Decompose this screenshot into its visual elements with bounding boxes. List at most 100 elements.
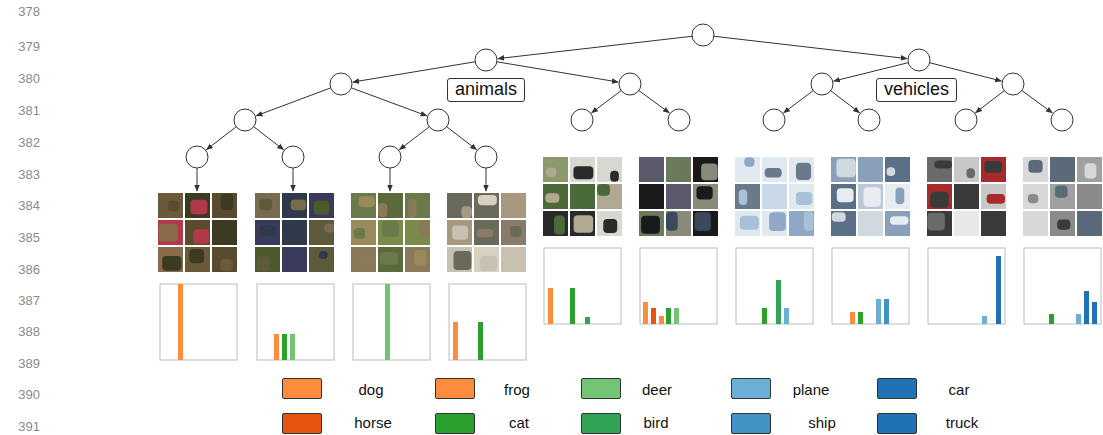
image-tile — [646, 197, 664, 206]
image-tile — [221, 193, 233, 209]
histogram-bar — [1076, 314, 1081, 324]
tree-link — [197, 168, 198, 191]
image-tile — [351, 247, 376, 272]
tree-circle — [282, 146, 304, 168]
image-tile — [408, 199, 416, 218]
image-tile — [597, 157, 622, 182]
line-number: 384 — [0, 199, 40, 213]
image-tile — [355, 249, 375, 268]
tree-link — [293, 168, 294, 191]
image-tile — [887, 167, 896, 176]
legend-swatch — [877, 378, 917, 399]
image-tile — [501, 193, 526, 218]
image-tile — [1055, 186, 1068, 198]
image-tile — [570, 211, 595, 236]
image-tile — [988, 215, 998, 230]
image-tile — [864, 187, 881, 207]
histogram-bar — [884, 299, 889, 324]
image-tile — [546, 167, 556, 177]
image-tile — [693, 184, 718, 209]
image-tile — [927, 157, 952, 182]
chart-frame — [160, 284, 237, 360]
image-tile — [1077, 211, 1102, 236]
image-tile — [959, 186, 976, 206]
image-tile — [765, 168, 782, 178]
image-tile — [378, 220, 403, 245]
image-tile — [480, 256, 497, 271]
image-tile — [573, 166, 593, 179]
image-tile — [185, 247, 210, 272]
image-tile — [858, 157, 883, 182]
image-tile — [554, 216, 565, 235]
histogram-bar — [570, 288, 575, 324]
legend-label: truck — [946, 415, 979, 431]
image-tile — [789, 184, 814, 209]
legend-label: bird — [643, 415, 668, 431]
image-tile — [259, 199, 272, 210]
image-tile — [1085, 163, 1097, 178]
histogram-bar — [1049, 314, 1054, 324]
image-tile — [543, 157, 568, 182]
line-number: 387 — [0, 294, 40, 308]
image-tile — [282, 193, 307, 218]
image-tile — [597, 184, 622, 209]
legend-swatch — [581, 378, 621, 399]
image-tile — [796, 163, 811, 180]
image-tile — [378, 247, 403, 272]
image-tile — [885, 157, 910, 182]
image-tile — [453, 251, 471, 270]
image-tile — [696, 186, 712, 199]
image-tile — [860, 211, 870, 227]
image-tile — [739, 190, 748, 205]
legend-label: car — [949, 382, 970, 398]
tree-circle — [955, 109, 977, 131]
image-tile — [1027, 213, 1036, 231]
histogram-bar — [996, 256, 1001, 324]
group-label: animals — [455, 80, 517, 99]
image-tile — [666, 184, 691, 209]
group-label-box: animals — [447, 78, 525, 102]
image-tile — [597, 184, 610, 196]
histogram-bar — [282, 334, 287, 360]
histogram-bar — [548, 288, 553, 324]
image-tile — [213, 224, 231, 236]
image-tile — [351, 220, 376, 245]
image-tile — [934, 160, 952, 168]
image-tile — [382, 220, 398, 237]
image-tile — [309, 247, 334, 272]
image-tile — [762, 184, 787, 209]
image-tile — [981, 157, 1006, 182]
image-tile — [414, 250, 426, 265]
image-tile — [639, 157, 664, 182]
image-tile — [570, 184, 595, 209]
chart-frame — [257, 284, 334, 360]
image-tile — [675, 191, 689, 204]
chart-frame — [449, 284, 526, 360]
tree-circle — [234, 109, 256, 131]
tree-link — [351, 88, 426, 116]
image-tile — [860, 160, 874, 175]
tree-circle — [908, 49, 930, 71]
image-tile — [927, 213, 945, 231]
image-tile — [405, 193, 430, 218]
tree-circle — [811, 73, 833, 95]
image-tile — [987, 194, 1005, 204]
histogram-bar — [659, 316, 664, 324]
legend-swatch — [435, 413, 475, 434]
image-tile — [447, 193, 472, 218]
image-tile — [666, 211, 691, 236]
tree-link — [390, 168, 391, 191]
image-tile — [162, 256, 181, 271]
image-tile — [168, 201, 179, 212]
histogram-bar — [1084, 291, 1089, 324]
image-tile — [419, 220, 429, 236]
legend-swatch — [731, 378, 771, 399]
image-tile — [597, 211, 622, 236]
image-tile — [501, 247, 526, 272]
image-tile — [1028, 194, 1039, 203]
image-tile — [967, 168, 975, 178]
image-tile — [193, 229, 209, 244]
image-tile — [895, 188, 904, 205]
histogram-bar — [1092, 302, 1097, 324]
image-tile — [478, 195, 497, 205]
